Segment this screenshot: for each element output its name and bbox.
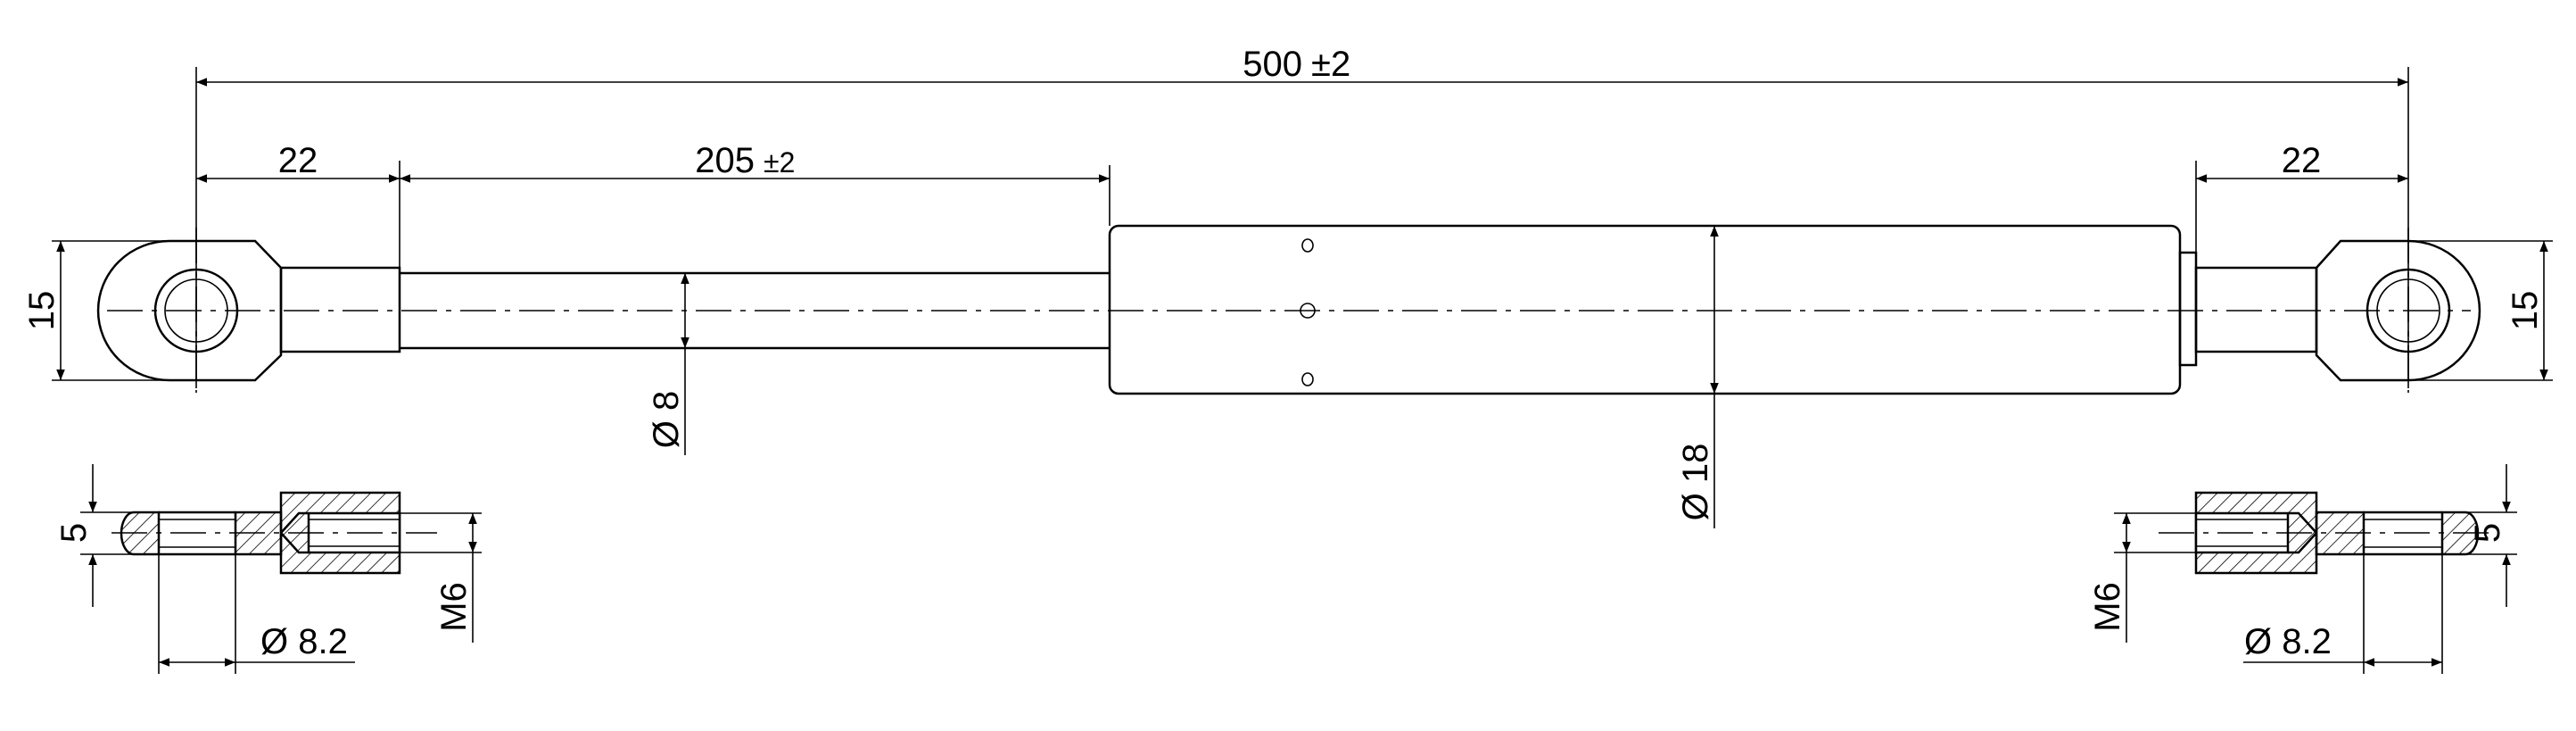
left-bore-diameter-value: Ø 8.2 (260, 622, 348, 661)
cylinder-tube (1108, 224, 2198, 395)
left-eye-thickness-value: 5 (54, 523, 94, 543)
left-eye-length-value: 22 (278, 141, 318, 180)
right-section-view (2159, 491, 2489, 575)
right-thread-value: M6 (2088, 582, 2127, 632)
left-thread-value: M6 (434, 582, 474, 632)
piston-rod (400, 271, 1110, 350)
overall-length-value: 500 (1243, 45, 1302, 84)
right-bore-diameter-value: Ø 8.2 (2244, 622, 2332, 661)
overall-length-tolerance: ±2 (1311, 45, 1350, 84)
overall-length-text: 500 (1243, 45, 1302, 84)
tube-diameter-value: Ø 18 (1676, 444, 1715, 521)
stroke-length-tolerance: ±2 (764, 146, 795, 179)
left-eye-height-value: 15 (22, 291, 62, 331)
right-eye-thickness-value: 5 (2468, 523, 2507, 543)
right-eye-height-value: 15 (2506, 291, 2545, 331)
right-eye-length-value: 22 (2282, 141, 2322, 180)
stroke-length-value: 205 (695, 141, 755, 180)
rod-diameter-value: Ø 8 (647, 391, 686, 448)
left-section-view (111, 491, 437, 575)
